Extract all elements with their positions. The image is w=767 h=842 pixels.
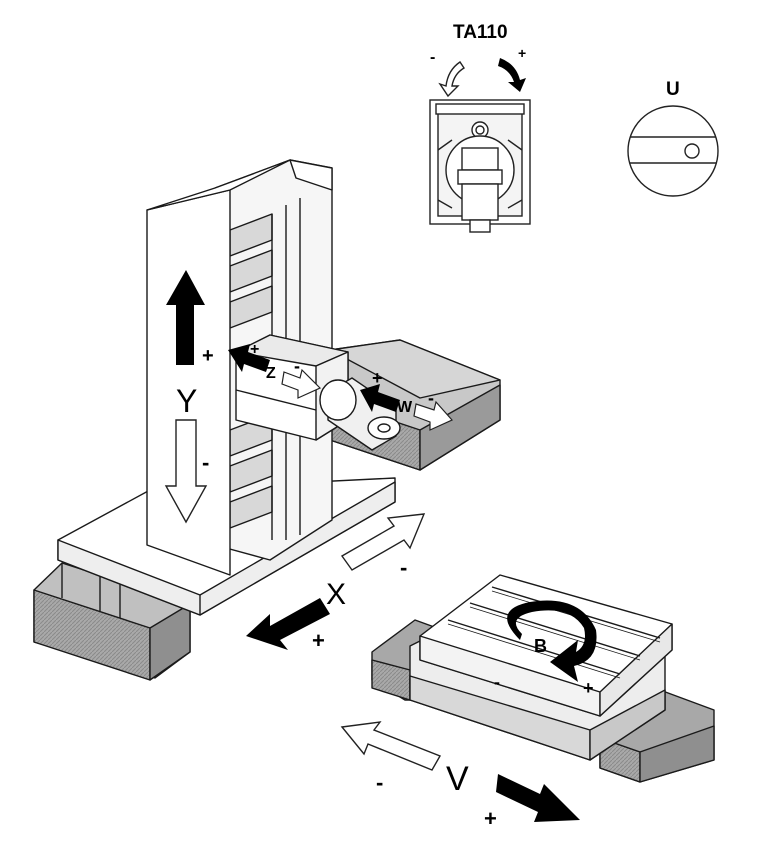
u-view-label: U xyxy=(666,79,680,100)
x-plus-label: + xyxy=(312,628,325,653)
b-minus-label: - xyxy=(494,672,500,692)
head-housing xyxy=(429,99,531,233)
y-minus-arrow xyxy=(164,419,208,524)
y-axis-label: Y xyxy=(176,383,197,419)
u-view: U xyxy=(627,79,719,197)
z-plus-arrow xyxy=(228,344,270,372)
v-axis-label: V xyxy=(446,760,469,798)
rotary-table xyxy=(371,574,715,783)
y-plus-arrow xyxy=(166,270,205,365)
x-minus-label: - xyxy=(400,555,407,580)
z-axis-group: + Z - xyxy=(228,341,322,399)
w-minus-arrow xyxy=(413,400,453,431)
spindle-quill xyxy=(319,377,401,451)
y-minus-label: - xyxy=(202,450,209,475)
b-axis-label: B xyxy=(534,636,547,656)
y-plus-label: + xyxy=(202,345,214,367)
w-axis-label: W xyxy=(397,399,413,416)
head-view-ta110: TA110 - + xyxy=(429,22,531,233)
w-axis-group: + W - xyxy=(360,368,453,431)
v-minus-arrow xyxy=(340,721,442,771)
head-plus-label: + xyxy=(518,45,526,61)
x-plus-arrow xyxy=(246,598,330,650)
head-view-title: TA110 xyxy=(453,22,508,43)
x-axis-label: X xyxy=(326,578,346,611)
v-axis-group: - V + xyxy=(340,721,580,831)
u-view-disc xyxy=(627,105,719,197)
v-minus-label: - xyxy=(376,770,383,795)
w-minus-label: - xyxy=(428,388,434,408)
b-rotation-arrow xyxy=(507,600,597,682)
x-axis-group: - X + xyxy=(246,513,426,653)
main-machine xyxy=(33,159,715,783)
z-axis-label: Z xyxy=(266,365,276,382)
u-view-slide-bore xyxy=(684,143,700,159)
w-plus-arrow xyxy=(360,384,400,412)
y-axis-group: + Y - xyxy=(164,270,214,524)
head-minus-label: - xyxy=(430,49,435,66)
z-plus-label: + xyxy=(250,341,259,358)
z-minus-label: - xyxy=(294,356,300,376)
z-minus-arrow xyxy=(281,368,322,399)
x-minus-arrow xyxy=(340,513,426,571)
head-rotate-plus-arrow xyxy=(498,58,526,92)
v-plus-arrow xyxy=(496,774,580,822)
b-plus-label: + xyxy=(583,678,594,698)
b-axis-group: B - + xyxy=(494,600,597,698)
w-plus-label: + xyxy=(372,368,383,388)
head-rotate-minus-arrow xyxy=(438,61,465,98)
v-plus-label: + xyxy=(484,806,497,831)
